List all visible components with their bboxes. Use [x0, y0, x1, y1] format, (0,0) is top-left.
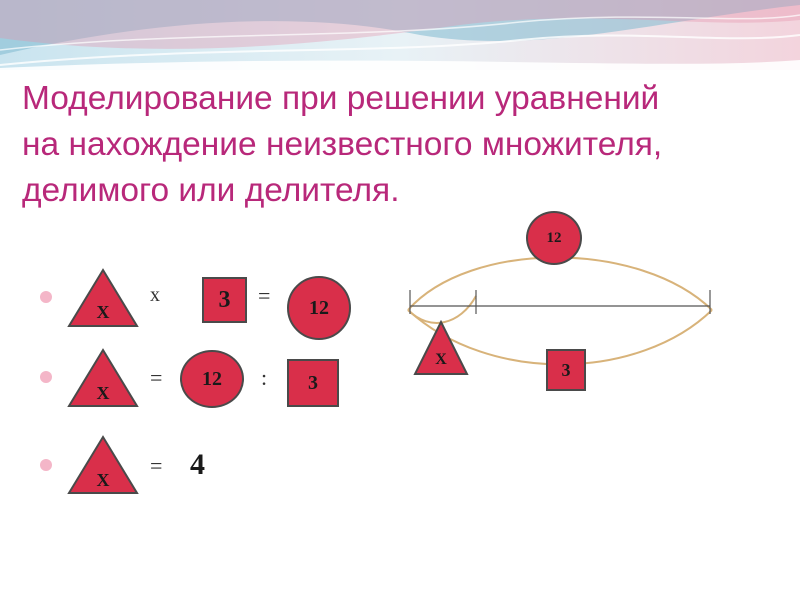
bullet-3 — [40, 459, 52, 471]
product-value: 12 — [309, 297, 329, 320]
count-square: 3 — [546, 349, 586, 391]
factor-value: 3 — [219, 287, 231, 314]
multiply-sign: х — [150, 284, 160, 307]
header-banner — [0, 0, 800, 70]
title-line-3: делимого или делителя. — [22, 172, 400, 209]
bullet-2 — [40, 371, 52, 383]
title-line-1: Моделирование при решении уравнений — [22, 80, 659, 117]
divisor-value: 3 — [308, 372, 318, 395]
whole-circle: 12 — [526, 211, 582, 265]
product-circle: 12 — [287, 276, 351, 340]
title-line-2: на нахождение неизвестного множителя, — [22, 126, 662, 163]
factor-square: 3 — [202, 277, 247, 323]
divide-sign: : — [261, 365, 267, 391]
divisor-square: 3 — [287, 359, 339, 407]
dividend-value: 12 — [202, 368, 222, 391]
bullet-1 — [40, 291, 52, 303]
count-value: 3 — [562, 360, 571, 381]
page-title: Моделирование при решении уравнений на н… — [22, 76, 792, 214]
equals-sign-3: = — [150, 453, 162, 479]
whole-value: 12 — [547, 230, 562, 247]
equals-sign-2: = — [150, 365, 162, 391]
dividend-circle: 12 — [180, 350, 244, 408]
equals-sign-1: = — [258, 283, 270, 309]
triangle-x-3-label: Х — [83, 470, 123, 491]
diagram-triangle-x-label: Х — [421, 351, 461, 369]
whole-arc — [408, 258, 712, 311]
triangle-x-1-label: Х — [83, 302, 123, 323]
answer-value: 4 — [190, 448, 205, 482]
triangle-x-2-label: Х — [83, 383, 123, 404]
